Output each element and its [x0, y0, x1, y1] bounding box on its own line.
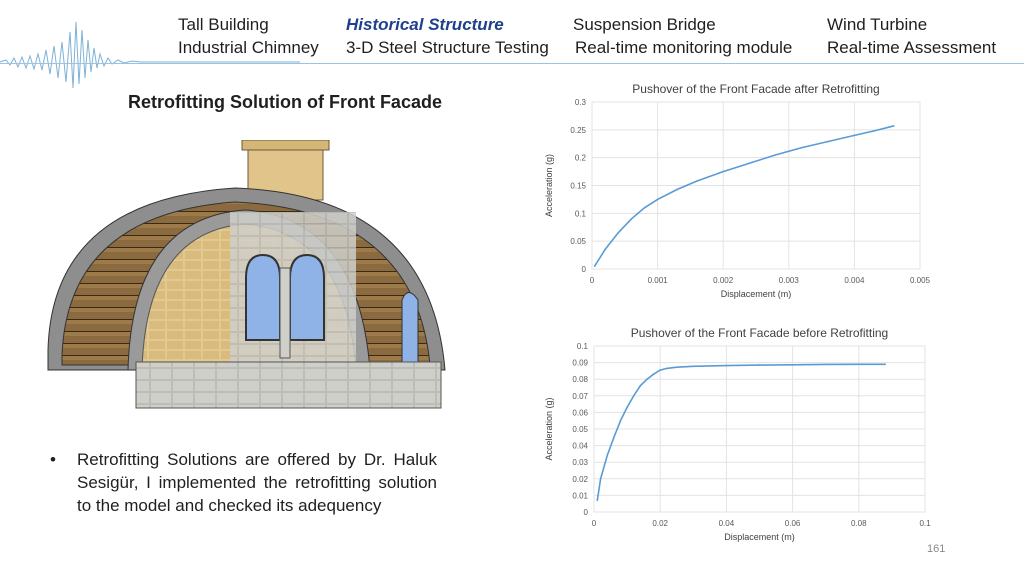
data-point — [632, 395, 635, 397]
data-point — [748, 162, 751, 165]
x-axis-label: Displacement (m) — [721, 289, 792, 299]
data-point — [639, 385, 642, 387]
data-point — [643, 206, 646, 209]
x-tick-label: 0.002 — [713, 276, 734, 285]
data-point — [758, 364, 761, 366]
y-axis-label: Acceleration (g) — [544, 397, 554, 460]
data-point — [659, 369, 661, 371]
data-point — [884, 363, 887, 366]
bullet-icon: • — [50, 450, 56, 469]
data-point — [675, 366, 678, 369]
y-tick-label: 0.02 — [572, 475, 588, 484]
y-tick-label: 0.08 — [572, 375, 588, 384]
data-point — [676, 188, 679, 191]
x-tick-label: 0.001 — [648, 276, 669, 285]
page-number: 161 — [927, 543, 946, 555]
data-point — [858, 363, 860, 366]
data-point — [630, 218, 633, 220]
data-point — [626, 406, 628, 409]
y-tick-label: 0.05 — [570, 237, 586, 246]
chart-before-retrofitting: 0 0.01 0.02 0.03 0.04 0.05 0.06 0.07 0.08 0.09 0.1… — [544, 326, 931, 542]
nav-steel-structure-testing[interactable]: 3-D Steel Structure Testing — [346, 38, 549, 57]
data-point — [604, 248, 606, 251]
x-tick-label: 0.06 — [785, 519, 801, 528]
x-tick-label: 0.004 — [844, 276, 865, 285]
x-tick-label: 0.003 — [779, 276, 800, 285]
data-point — [619, 419, 622, 422]
data-point — [652, 373, 655, 376]
nav-suspension-bridge[interactable]: Suspension Bridge — [573, 15, 716, 34]
data-point — [596, 499, 599, 502]
data-point — [801, 146, 803, 149]
y-tick-label: 0 — [582, 265, 587, 274]
x-tick-label: 0 — [592, 519, 597, 528]
data-point — [824, 363, 827, 366]
series-line — [596, 363, 886, 501]
page-title: Retrofitting Solution of Front Facade — [128, 92, 442, 112]
front-facade-model-image — [47, 140, 446, 409]
x-tick-label: 0.04 — [719, 519, 735, 528]
nav-realtime-assessment[interactable]: Real-time Assessment — [827, 38, 997, 57]
y-tick-label: 0 — [584, 508, 589, 517]
y-tick-label: 0.04 — [572, 442, 588, 451]
data-point — [656, 198, 659, 201]
y-tick-label: 0.06 — [572, 408, 588, 417]
data-point — [873, 130, 875, 132]
nav-wind-turbine[interactable]: Wind Turbine — [827, 15, 928, 34]
nav-tall-building[interactable]: Tall Building — [178, 15, 269, 34]
nav-historical-structure[interactable]: Historical Structure — [346, 15, 504, 34]
chart-title: Pushover of the Front Facade before Retr… — [631, 326, 888, 340]
data-point — [617, 232, 620, 234]
data-point — [791, 363, 794, 366]
y-tick-label: 0.07 — [572, 392, 588, 401]
data-point — [827, 140, 829, 143]
nav-divider — [0, 63, 1024, 64]
nav-industrial-chimney[interactable]: Industrial Chimney — [178, 38, 319, 57]
nav-realtime-monitoring[interactable]: Real-time monitoring module — [575, 38, 793, 57]
top-navigation: Tall Building Historical Structure Suspe… — [0, 0, 1024, 89]
y-tick-label: 0.25 — [570, 126, 586, 135]
y-tick-label: 0.15 — [570, 182, 586, 191]
data-point — [696, 180, 698, 182]
y-tick-label: 0.1 — [577, 342, 589, 351]
y-axis-label: Acceleration (g) — [544, 154, 554, 217]
y-tick-label: 0.3 — [575, 98, 587, 107]
x-tick-label: 0.02 — [652, 519, 668, 528]
y-tick-label: 0.09 — [572, 359, 588, 368]
data-point — [774, 154, 777, 156]
bullet-item: • Retrofitting Solutions are offered by … — [50, 448, 437, 517]
y-tick-label: 0.1 — [575, 209, 587, 218]
chart-title: Pushover of the Front Facade after Retro… — [632, 82, 879, 96]
data-point — [613, 436, 615, 439]
y-tick-label: 0.03 — [572, 458, 588, 467]
data-point — [725, 364, 728, 367]
x-tick-label: 0 — [590, 276, 595, 285]
data-point — [853, 134, 856, 137]
x-tick-label: 0.005 — [910, 276, 931, 285]
y-tick-label: 0.05 — [572, 425, 588, 434]
x-tick-label: 0.1 — [919, 519, 931, 528]
data-point — [666, 367, 668, 370]
data-point — [646, 378, 648, 380]
data-point — [892, 125, 895, 127]
y-tick-label: 0.2 — [575, 154, 587, 163]
chart-after-retrofitting: 0 0.05 0.1 0.15 0.2 0.25 0.3 0 0.001 0.002 0.003 0.… — [544, 82, 931, 299]
series-line — [593, 125, 894, 267]
y-tick-label: 0.01 — [572, 491, 588, 500]
x-tick-label: 0.08 — [851, 519, 867, 528]
data-point — [593, 265, 596, 268]
seismic-wave-icon — [0, 21, 300, 89]
x-axis-label: Displacement (m) — [724, 532, 795, 542]
data-point — [599, 478, 602, 480]
data-point — [722, 170, 724, 173]
data-point — [606, 454, 609, 457]
bullet-text: Retrofitting Solutions are offered by Dr… — [77, 450, 437, 515]
data-point — [692, 365, 695, 368]
